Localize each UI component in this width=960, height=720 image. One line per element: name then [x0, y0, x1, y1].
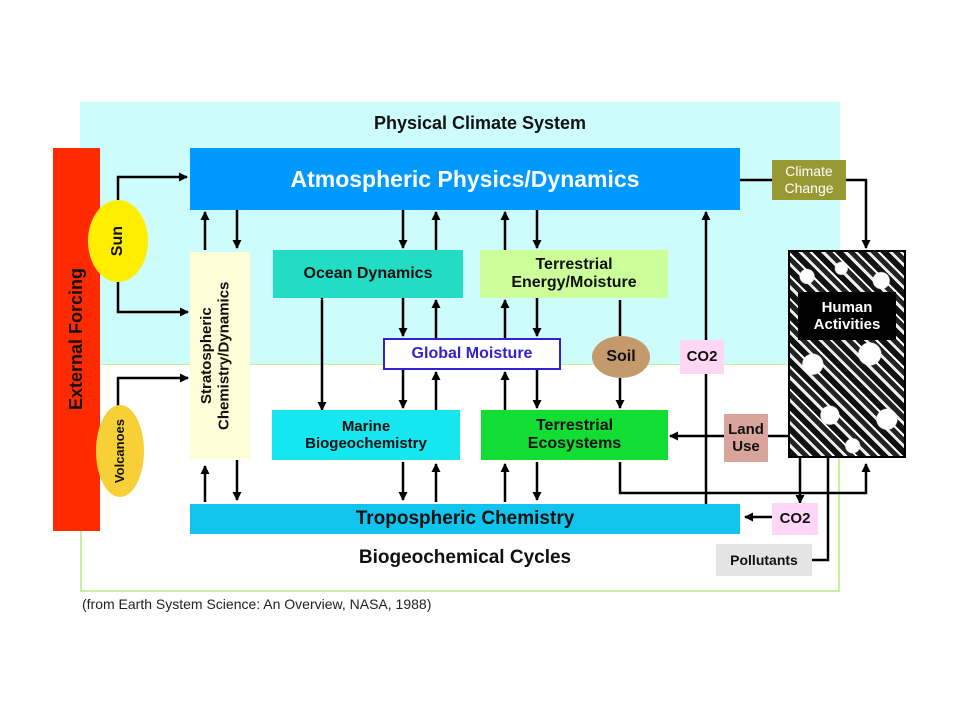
- tropospheric-chemistry-box: Tropospheric Chemistry: [190, 504, 740, 534]
- land-use-box: Land Use: [724, 414, 768, 462]
- human-activities-photo: Human Activities: [788, 250, 906, 458]
- sun-ellipse: Sun: [88, 200, 148, 282]
- external-forcing-label: External Forcing: [66, 268, 87, 411]
- terrestrial-energy-box: Terrestrial Energy/Moisture: [480, 250, 668, 298]
- co2-lower-box: CO2: [772, 503, 818, 535]
- climate-change-box: Climate Change: [772, 160, 846, 200]
- volcanoes-ellipse: Volcanoes: [96, 405, 144, 497]
- source-caption: (from Earth System Science: An Overview,…: [82, 596, 432, 612]
- physical-climate-title: Physical Climate System: [373, 112, 587, 133]
- volcanoes-label: Volcanoes: [111, 418, 127, 484]
- soil-ellipse: Soil: [592, 336, 650, 378]
- marine-biogeochemistry-box: Marine Biogeochemistry: [272, 410, 460, 460]
- pollutants-box: Pollutants: [716, 544, 812, 576]
- stratospheric-label: Stratospheric Chemistry/Dynamics: [198, 281, 233, 430]
- external-forcing-bar: External Forcing: [53, 148, 100, 531]
- global-moisture-box: Global Moisture: [383, 338, 561, 370]
- co2-upper-box: CO2: [680, 340, 724, 374]
- atmospheric-physics-box: Atmospheric Physics/Dynamics: [190, 148, 740, 210]
- biogeochemical-title: Biogeochemical Cycles: [358, 547, 572, 569]
- human-activities-label: Human Activities: [798, 292, 896, 340]
- sun-label: Sun: [108, 225, 126, 257]
- terrestrial-ecosystems-box: Terrestrial Ecosystems: [481, 410, 668, 460]
- stratospheric-box: Stratospheric Chemistry/Dynamics: [190, 252, 250, 459]
- ocean-dynamics-box: Ocean Dynamics: [273, 250, 463, 298]
